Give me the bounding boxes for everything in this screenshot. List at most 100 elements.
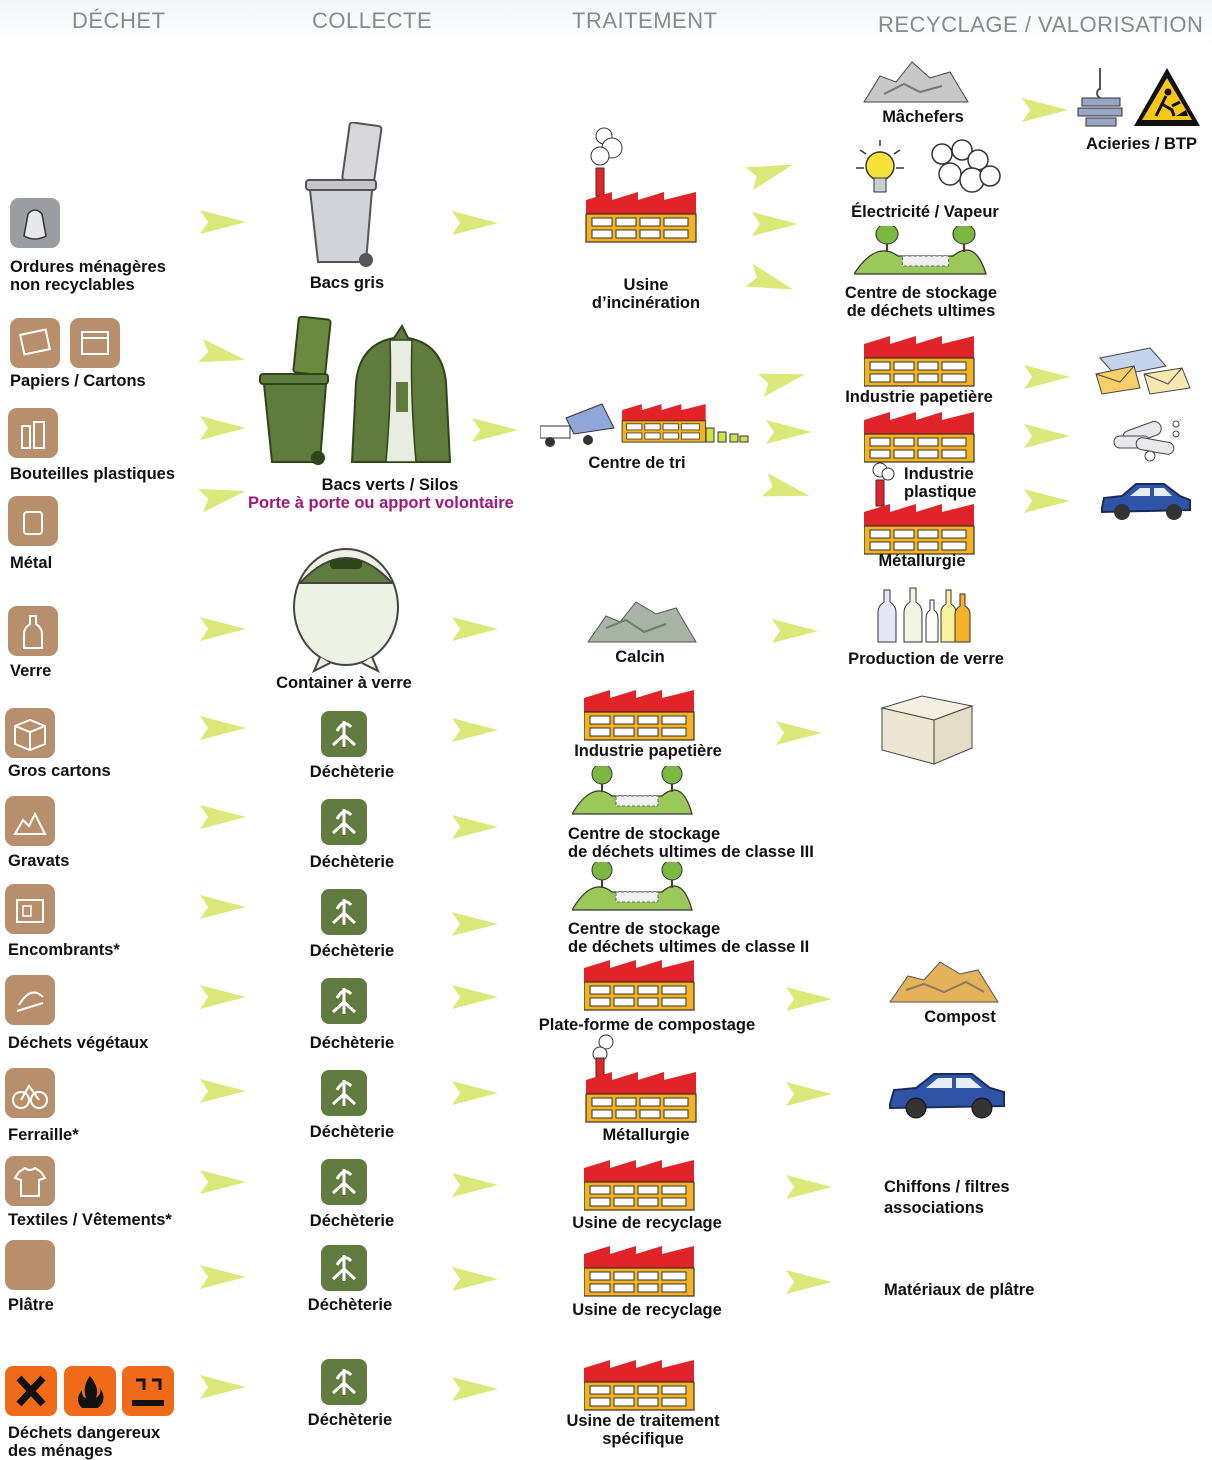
bicycle-icon — [5, 1068, 55, 1118]
decheterie-icon — [321, 1359, 367, 1405]
arrow-icon — [766, 420, 812, 444]
plastic-pellets-icon — [1113, 420, 1180, 462]
label-decheterie: Déchèterie — [309, 853, 395, 871]
green-bin-icon — [259, 316, 332, 465]
label-bouteilles: Bouteilles plastiques — [10, 465, 176, 483]
crane-icon — [1077, 68, 1123, 127]
arrow-icon — [200, 210, 246, 234]
arrow-icon — [200, 1079, 246, 1103]
steam-chimney-icon — [872, 462, 895, 507]
glass-container-icon — [293, 548, 399, 673]
plaster-icon — [5, 1240, 55, 1290]
grey-bin-icon — [305, 122, 383, 267]
label-industrie-papetiere: Industrie papetière — [574, 742, 722, 760]
arrow-icon — [452, 1081, 498, 1105]
arrow-icon — [772, 619, 818, 643]
header-collecte: COLLECTE — [312, 8, 433, 33]
landfill-icon — [854, 226, 988, 276]
decheterie-icon — [321, 711, 367, 757]
arrow-icon — [200, 1265, 246, 1289]
arrow-icon — [452, 1377, 498, 1401]
label-ferraille: Ferraille* — [8, 1126, 79, 1144]
arrow-icon — [745, 263, 797, 301]
furniture-icon — [5, 884, 55, 934]
arrow-icon — [452, 1267, 498, 1291]
label-electricite: Électricité / Vapeur — [851, 203, 999, 221]
label-bacs-verts: Bacs verts / Silos — [321, 476, 459, 494]
label-calcin: Calcin — [615, 648, 665, 666]
decheterie-icon — [321, 1159, 367, 1205]
arrow-icon — [452, 815, 498, 839]
header-dechet: DÉCHET — [72, 8, 166, 33]
arrow-icon — [452, 912, 498, 936]
header-recyclage: RECYCLAGE / VALORISATION — [878, 12, 1204, 37]
label-acieries: Acieries / BTP — [1086, 135, 1197, 153]
label-ordures: Ordures ménagères non recyclables — [10, 258, 166, 294]
arrow-icon — [200, 985, 246, 1009]
factory-icon — [584, 960, 695, 1011]
decheterie-icon — [321, 889, 367, 935]
glass-bottle-icon — [8, 606, 58, 656]
arrow-icon — [452, 1173, 498, 1197]
envelopes-icon — [1095, 347, 1191, 395]
factory-icon — [584, 690, 695, 741]
label-decheterie: Déchèterie — [309, 1123, 395, 1141]
arrow-icon — [757, 362, 809, 397]
factory-icon — [864, 412, 975, 463]
car-icon — [1101, 483, 1191, 520]
decheterie-icon — [321, 1245, 367, 1291]
header-band — [0, 0, 1212, 46]
slag-icon — [863, 61, 969, 103]
factory-icon — [584, 1360, 695, 1411]
arrow-icon — [472, 418, 518, 442]
label-stockage-3: Centre de stockage de déchets ultimes de… — [568, 825, 814, 861]
label-textiles: Textiles / Vêtements* — [8, 1211, 172, 1229]
label-incineration: Usine d’incinération — [591, 276, 701, 312]
label-platre: Plâtre — [8, 1296, 54, 1314]
plastic-bottle-icon — [8, 408, 58, 458]
paper-icon — [10, 318, 60, 368]
arrow-icon — [786, 1270, 832, 1294]
label-industrie-papetiere-valo: Industrie papetière — [845, 388, 993, 406]
label-papiers: Papiers / Cartons — [10, 372, 146, 390]
label-industrie-plastique: Industrie plastique — [904, 465, 977, 501]
header-traitement: TRAITEMENT — [572, 8, 718, 33]
label-production-verre: Production de verre — [848, 650, 1004, 668]
label-traitement-specifique: Usine de traitement spécifique — [566, 1412, 720, 1448]
car-icon — [889, 1073, 1005, 1119]
arrow-icon — [752, 212, 798, 236]
arrow-icon — [452, 985, 498, 1009]
label-dangereux: Déchets dangereux des ménages — [8, 1424, 161, 1460]
label-metallurgie-traitement: Métallurgie — [602, 1126, 690, 1144]
arrow-icon — [197, 479, 248, 513]
label-decheterie: Déchèterie — [309, 1034, 395, 1052]
label-stockage-2: Centre de stockage de déchets ultimes de… — [568, 920, 810, 956]
arrow-icon — [786, 1175, 832, 1199]
factory-icon — [864, 504, 975, 555]
decheterie-icon — [321, 799, 367, 845]
tshirt-icon — [5, 1156, 55, 1206]
label-decheterie: Déchèterie — [309, 763, 395, 781]
label-encombrants: Encombrants* — [8, 941, 120, 959]
silo-icon — [350, 324, 452, 463]
label-vegetaux: Déchets végétaux — [8, 1034, 149, 1052]
label-metal: Métal — [10, 554, 53, 572]
label-materiaux-platre: Matériaux de plâtre — [884, 1281, 1035, 1299]
label-decheterie: Déchèterie — [309, 942, 395, 960]
arrow-icon — [200, 895, 246, 919]
glass-bottles-icon — [877, 587, 971, 643]
label-gros-cartons: Gros cartons — [8, 762, 111, 780]
compost-pile-icon — [889, 961, 999, 1003]
arrow-icon — [452, 211, 498, 235]
arrow-icon — [1024, 365, 1070, 389]
flammable-icon — [64, 1366, 116, 1416]
arrow-icon — [197, 338, 248, 372]
decheterie-icon — [321, 978, 367, 1024]
label-porte-a-porte: Porte à porte ou apport volontaire — [248, 494, 514, 512]
label-metallurgie-valo: Métallurgie — [878, 552, 966, 570]
arrow-icon — [776, 721, 822, 745]
arrow-icon — [452, 718, 498, 742]
green-waste-icon — [5, 975, 55, 1025]
label-verre: Verre — [10, 662, 52, 680]
arrow-icon — [200, 617, 246, 641]
